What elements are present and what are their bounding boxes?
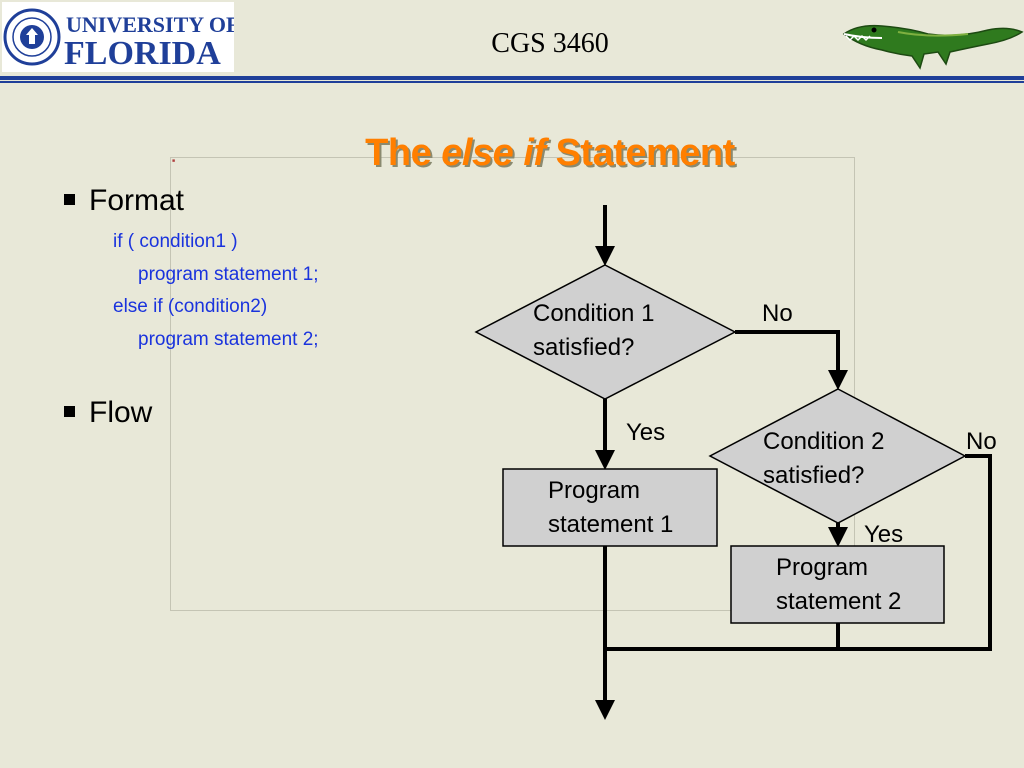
gator-mascot-icon: [842, 24, 1024, 70]
decision-2-line1: Condition 2: [763, 428, 885, 455]
no-1-label: No: [762, 300, 793, 327]
code-line: if ( condition1 ): [113, 231, 238, 252]
decision-1-line2: satisfied?: [533, 334, 635, 361]
process-1-line1: Program: [548, 477, 641, 504]
no-1-connector: [735, 330, 848, 390]
process-1-shape: [502, 468, 718, 547]
decision-2-label: Condition 2 satisfied?: [763, 425, 884, 493]
course-code: CGS 3460: [491, 28, 609, 59]
slide-title: The else if Statement: [260, 132, 840, 175]
header-divider: [0, 76, 1024, 80]
process-1-line2: statement 1: [548, 511, 674, 538]
yes-2-label: Yes: [864, 521, 904, 548]
content-placeholder-frame: [170, 157, 855, 611]
code-line: else if (condition2): [113, 296, 268, 317]
title-suffix: Statement: [545, 132, 736, 174]
process-2-label: Program statement 2: [776, 551, 901, 619]
process-1-label: Program statement 1: [548, 474, 673, 542]
slide-header: UNIVERSITY OF FLORIDA CGS 3460: [0, 0, 1024, 86]
process-2-shape: [730, 545, 945, 624]
code-line: program statement 1;: [138, 264, 319, 285]
decision-1-label: Condition 1 satisfied?: [533, 297, 654, 365]
bullet-format: Format: [64, 184, 184, 218]
bullet-square-icon: [64, 405, 75, 417]
placeholder-marker: ■: [172, 158, 176, 164]
logo-line2: FLORIDA: [64, 35, 221, 72]
bullet-label: Format: [89, 184, 185, 217]
process-2-line1: Program: [776, 554, 869, 581]
decision-2-line2: satisfied?: [763, 462, 865, 489]
no-2-label: No: [966, 428, 997, 455]
no-2-connector: [605, 454, 992, 651]
bullet-label: Flow: [89, 396, 153, 429]
yes-1-label: Yes: [626, 419, 666, 446]
code-line: program statement 2;: [138, 329, 319, 350]
title-prefix: The: [365, 132, 442, 174]
logo-line1: UNIVERSITY OF: [66, 12, 234, 37]
bullet-flow: Flow: [64, 396, 152, 430]
university-logo: UNIVERSITY OF FLORIDA: [2, 2, 234, 72]
process-2-line2: statement 2: [776, 588, 902, 615]
title-italic: else if: [441, 132, 546, 174]
bullet-square-icon: [64, 193, 75, 205]
decision-1-line1: Condition 1: [533, 300, 655, 327]
header-divider-thin: [0, 81, 1024, 83]
